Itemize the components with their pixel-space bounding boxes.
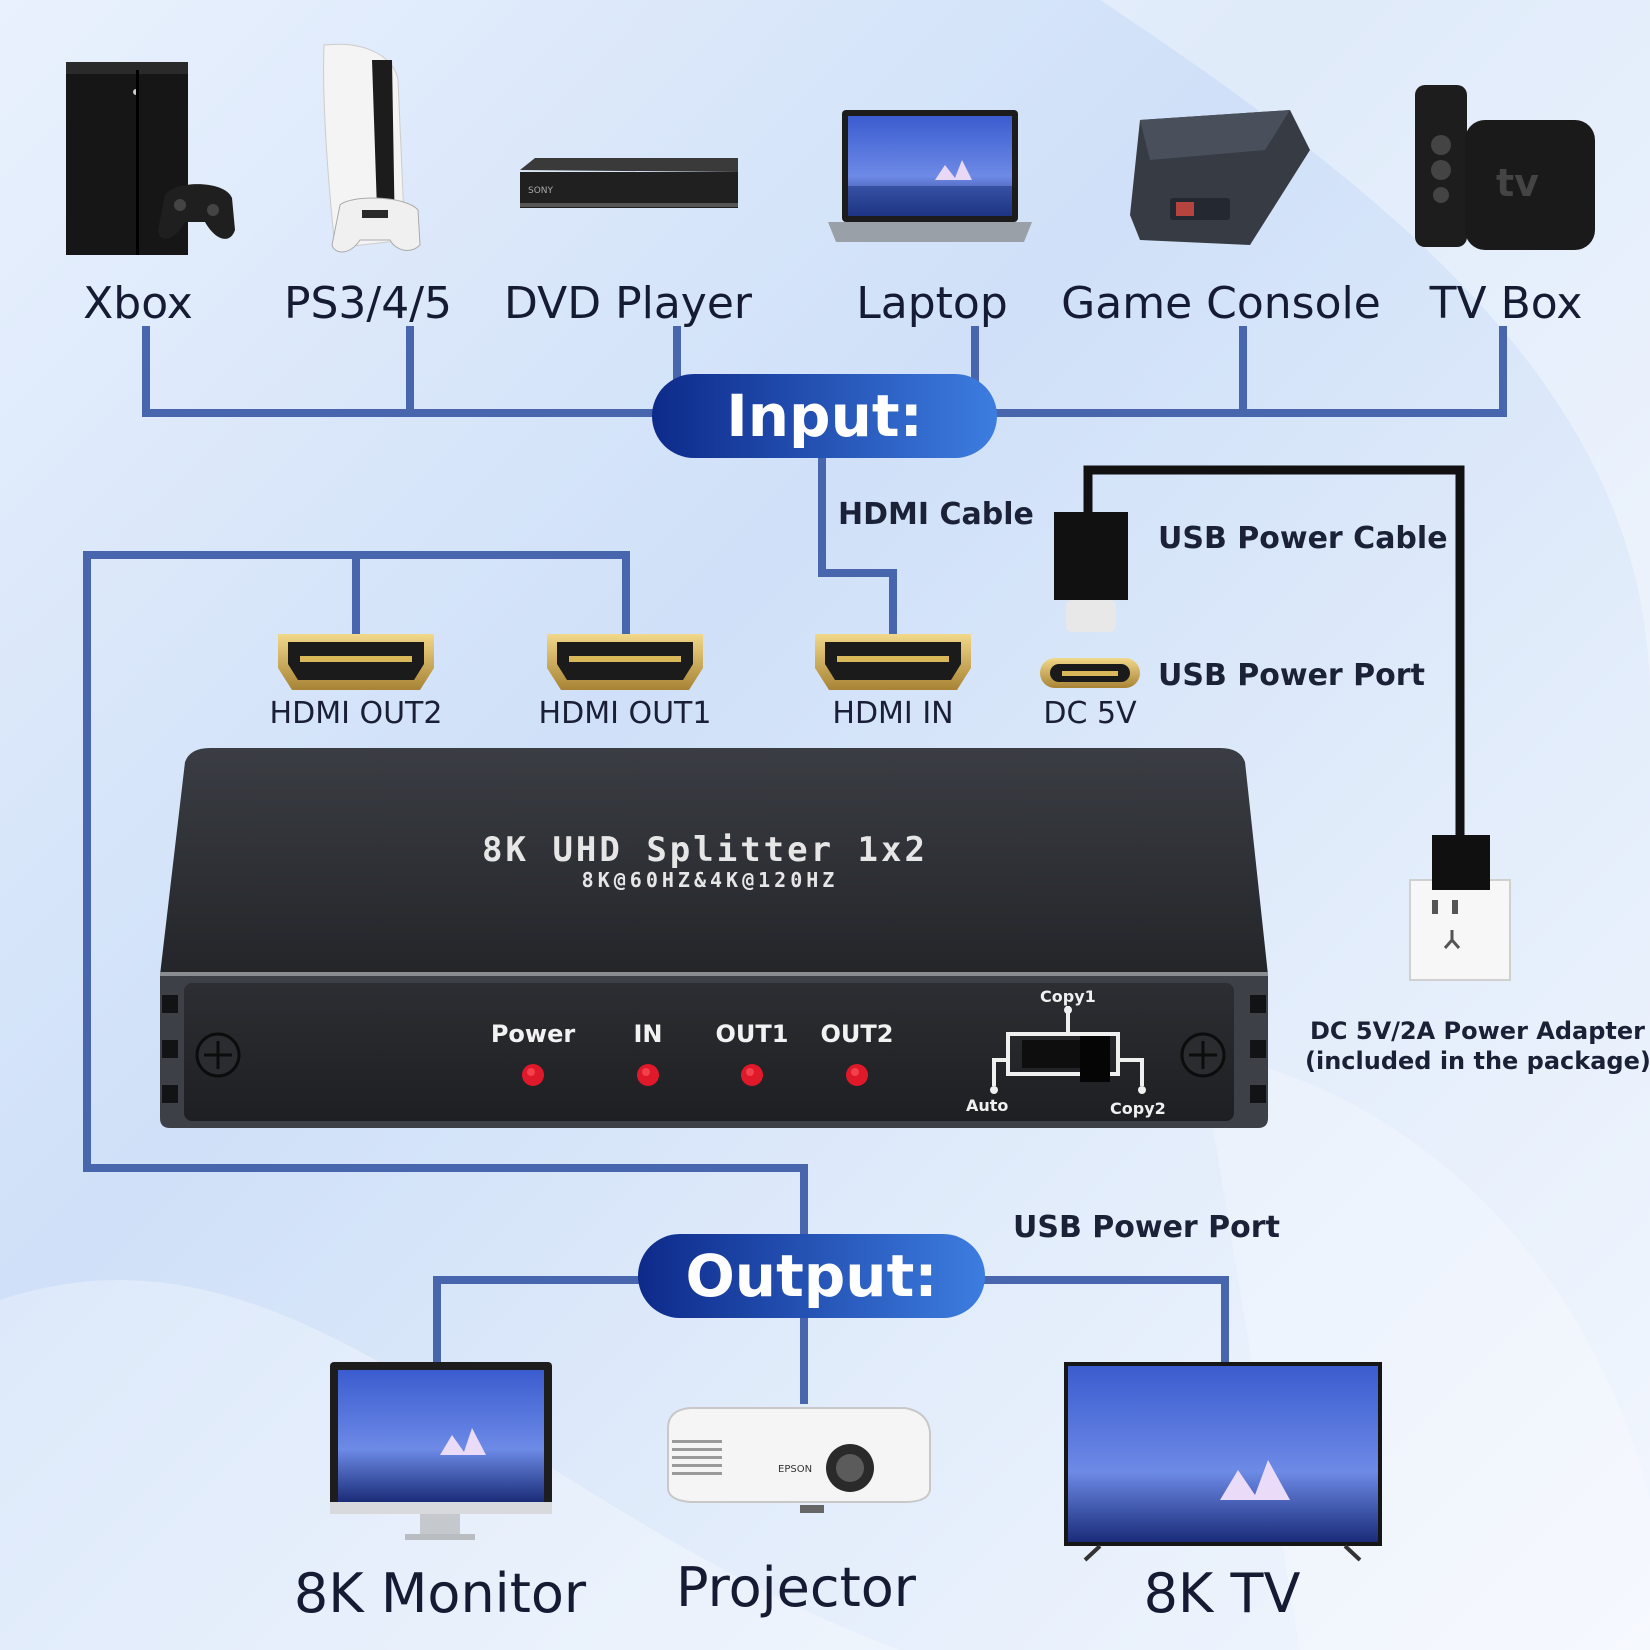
projector-icon: EPSON [667, 1407, 931, 1513]
usb-power-cable-label: USB Power Cable [1158, 521, 1448, 556]
output-label-monitor: 8K Monitor [293, 1562, 587, 1625]
output-pill: Output: [638, 1234, 985, 1318]
tv-icon [1064, 1362, 1382, 1562]
input-label-game-console: Game Console [1061, 278, 1381, 329]
input-label-dvd: DVD Player [504, 278, 752, 329]
output-label-tv: 8K TV [1143, 1562, 1301, 1625]
led-label-out1: OUT1 [715, 1020, 789, 1048]
usb-c-plug-icon [1054, 512, 1128, 632]
svg-text:SONY: SONY [528, 186, 554, 196]
output-label-projector: Projector [676, 1556, 916, 1619]
dc-5v-port-icon [1040, 658, 1140, 688]
hdmi-out2-port-icon [278, 634, 434, 690]
switch-label-copy2: Copy2 [1110, 1099, 1166, 1118]
led-label-power: Power [490, 1020, 576, 1048]
ps5-icon [323, 43, 421, 253]
usb-power-port-label: USB Power Port [1158, 658, 1425, 693]
input-label-laptop: Laptop [856, 278, 1008, 329]
hdmi-cable-label: HDMI Cable [838, 497, 1034, 532]
monitor-icon [330, 1362, 552, 1540]
svg-text:EPSON: EPSON [778, 1464, 812, 1475]
port-icons [278, 512, 1140, 690]
xbox-icon [66, 62, 235, 255]
game-console-icon [1130, 110, 1310, 245]
device-title: 8K UHD Splitter 1x2 [482, 830, 928, 870]
mode-switch-icon [990, 1006, 1146, 1094]
port-label-dc: DC 5V [1043, 696, 1137, 731]
tv-box-icon: tv [1415, 85, 1595, 250]
input-label-xbox: Xbox [83, 278, 193, 329]
usb-cable-line [1083, 465, 1465, 840]
hdmi-out1-port-icon [547, 634, 703, 690]
usb-power-port-label-2: USB Power Port [1013, 1210, 1280, 1245]
hdmi-in-port-icon [815, 634, 971, 690]
input-pill: Input: [652, 374, 997, 458]
laptop-icon [828, 110, 1032, 242]
switch-label-auto: Auto [966, 1096, 1009, 1115]
adapter-line2: (included in the package) [1305, 1047, 1650, 1075]
input-device-icons: SONY tv [66, 43, 1595, 255]
led-label-out2: OUT2 [820, 1020, 894, 1048]
port-label-out2: HDMI OUT2 [269, 696, 443, 731]
dvd-player-icon: SONY [520, 158, 738, 208]
adapter-line1: DC 5V/2A Power Adapter [1310, 1017, 1645, 1045]
switch-label-copy1: Copy1 [1040, 987, 1096, 1006]
device-subtitle: 8K@60HZ&4K@120HZ [581, 868, 839, 892]
outputs-bracket [352, 551, 630, 640]
input-label-tv-box: TV Box [1429, 278, 1583, 329]
output-loop-line [83, 551, 808, 1244]
port-label-out1: HDMI OUT1 [538, 696, 712, 731]
hdmi-cable-line [818, 446, 897, 640]
port-label-in: HDMI IN [832, 696, 954, 731]
led-label-in: IN [633, 1020, 663, 1048]
svg-text:tv: tv [1496, 161, 1539, 205]
input-label-ps: PS3/4/5 [283, 278, 453, 329]
